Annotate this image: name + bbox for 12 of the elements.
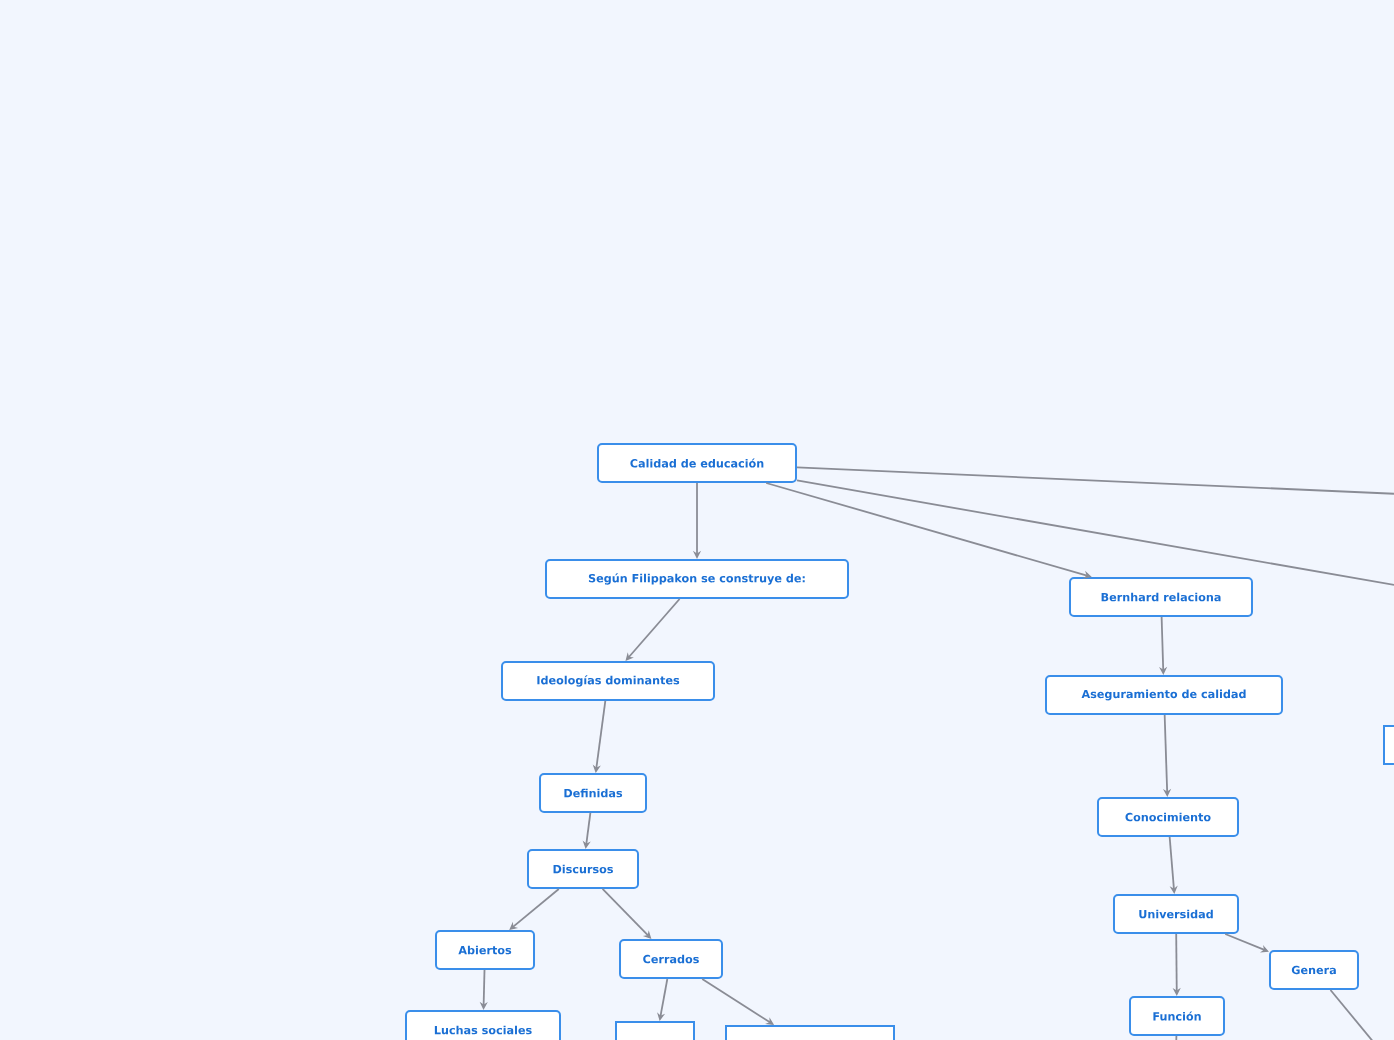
connector [601,888,652,939]
connector [509,888,560,930]
connector [1224,933,1269,953]
connector [625,598,681,661]
connector [657,978,669,1021]
connector [796,479,1394,587]
connector [1175,1035,1178,1040]
empty-topic-box [725,1025,895,1040]
empty-topic-box [1383,725,1394,765]
connector [1168,836,1178,894]
empty-topic-box [615,1021,695,1040]
connector [796,466,1394,495]
